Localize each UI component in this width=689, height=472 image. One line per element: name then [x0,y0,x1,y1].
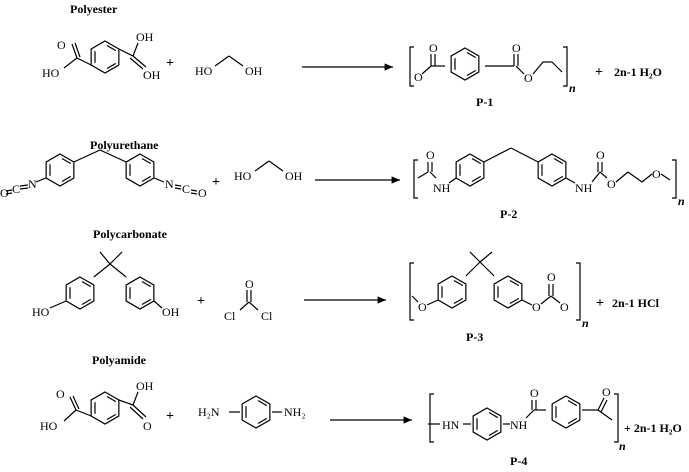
atom-label: HO [195,64,213,78]
polyurethane-repeat-unit: n O NH NH O O O [413,147,685,208]
reaction-title: Polyurethane [90,138,159,152]
atom-label: HN [442,418,460,432]
reaction-title: Polyamide [92,353,147,367]
product-label: P-1 [476,95,493,109]
atom-label: O [560,300,569,314]
byproduct: 2n-1 H₂O [614,65,662,79]
atom-label: Cl [261,309,273,323]
ethylene-glycol-structure: HO OH [195,55,263,78]
atom-label: NH [510,418,528,432]
atom-label: C [182,182,190,196]
terephthalic-acid-structure: O HO OH O [40,379,154,433]
repeat-count: n [582,316,589,330]
plus-sign: + [166,56,174,71]
repeat-count: n [678,194,685,208]
atom-label: Cl [224,309,236,323]
atom-label: OH [285,169,303,183]
atom-label: OH [245,64,263,78]
product-label: P-2 [500,207,517,221]
product-label: P-3 [466,330,483,344]
plus-sign: + [596,296,604,311]
atom-label: O [652,167,661,181]
atom-label: HO [32,305,50,319]
byproduct: + 2n-1 H₂O [624,421,682,435]
atom-label: NH₂ [284,405,306,419]
reaction-polyurethane: Polyurethane N C O N C O + [0,138,685,221]
atom-label: H₂N [198,405,220,419]
atom-label: NH [433,181,451,195]
reaction-polycarbonate: Polycarbonate HO OH + O Cl Cl [32,227,660,344]
atom-label: O [143,419,152,433]
atom-label: O [198,186,207,200]
atom-label: NH [575,181,593,195]
repeat-count: n [569,81,576,95]
atom-label: O [429,41,438,55]
bisphenol-a-structure: HO OH [32,251,180,319]
mdi-diisocyanate-structure: N C O N C O [0,149,207,200]
reaction-title: Polyester [70,2,118,16]
product-label: P-4 [510,454,527,468]
plus-sign: + [212,175,220,190]
atom-label: C [12,182,20,196]
plus-sign: + [166,409,174,424]
atom-label: HO [42,66,60,80]
atom-label: O [57,38,66,52]
atom-label: O [596,148,605,162]
atom-label: OH [162,305,180,319]
atom-label: N [28,177,37,191]
terephthalic-acid-structure: O HO OH OH [42,30,161,82]
atom-label: O [530,386,539,400]
atom-label: O [602,385,611,399]
atom-label: O [245,277,254,291]
atom-label: OH [143,68,161,82]
polyester-repeat-unit: n O O O O [409,41,576,95]
atom-label: HO [40,419,58,433]
atom-label: O [607,177,616,191]
atom-label: O [512,41,521,55]
reaction-title: Polycarbonate [93,227,168,241]
reaction-polyamide: Polyamide O HO OH O + H₂N NH₂ [40,353,682,468]
polyamide-repeat-unit: n HN NH O O [428,385,626,453]
atom-label: O [532,300,541,314]
atom-label: O [418,300,427,314]
atom-label: HO [234,169,252,183]
atom-label: O [0,186,9,200]
byproduct: 2n-1 HCl [612,296,660,310]
atom-label: N [165,177,174,191]
atom-label: OH [136,379,154,393]
ethylene-glycol-structure: HO OH [234,160,303,183]
atom-label: OH [136,30,154,44]
atom-label: O [414,70,423,84]
atom-label: O [524,71,533,85]
polycarbonate-repeat-unit: n O O O O [409,251,589,330]
phosgene-structure: O Cl Cl [224,277,273,323]
plus-sign: + [197,294,205,309]
reaction-polyester: Polyester O HO OH OH + HO OH [42,2,662,109]
repeat-count: n [619,439,626,453]
atom-label: O [426,148,435,162]
atom-label: O [56,387,65,401]
plus-sign: + [595,65,603,80]
p-phenylenediamine-structure: H₂N NH₂ [198,395,306,429]
atom-label: O [547,270,556,284]
